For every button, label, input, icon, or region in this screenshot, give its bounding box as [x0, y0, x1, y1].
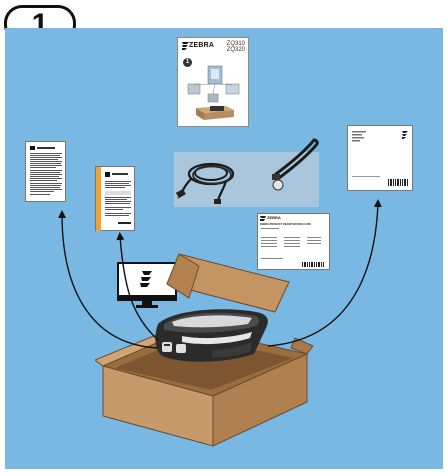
registration-card-title: ZEBRA PRODUCT REGISTRATION CARD	[260, 223, 311, 226]
guide-model-2: ZQ320	[226, 47, 245, 53]
registration-card-fields	[261, 228, 324, 267]
accessories-photo	[174, 152, 319, 207]
guide-model-1: ZQ310	[226, 41, 245, 47]
guide-brand: ZEBRA	[189, 42, 215, 49]
guide-models: ZQ310 ZQ320	[227, 41, 245, 53]
safety-document	[25, 141, 66, 202]
arrow-icon	[267, 199, 382, 347]
quick-start-guide: ZEBRA ZQ310 ZQ320 1	[177, 37, 249, 127]
arrow-icon	[58, 210, 159, 349]
printer-icon	[155, 309, 268, 362]
document-text-lines	[96, 167, 131, 231]
usb-cable-icon	[176, 162, 235, 207]
document-text-lines	[30, 146, 62, 195]
registration-card: ZEBRA ZEBRA PRODUCT REGISTRATION CARD	[257, 213, 330, 270]
guide-illustration	[187, 65, 240, 120]
warranty-document	[95, 166, 135, 231]
declaration-document	[347, 125, 413, 191]
lanyard-icon	[272, 138, 319, 191]
zebra-logo-icon	[260, 216, 266, 221]
arrow-icon	[116, 232, 159, 341]
guide-page-number: 1	[183, 58, 192, 67]
document-text-lines	[352, 131, 408, 186]
registration-card-brand: ZEBRA	[267, 215, 281, 220]
zebra-logo-icon	[182, 42, 189, 50]
